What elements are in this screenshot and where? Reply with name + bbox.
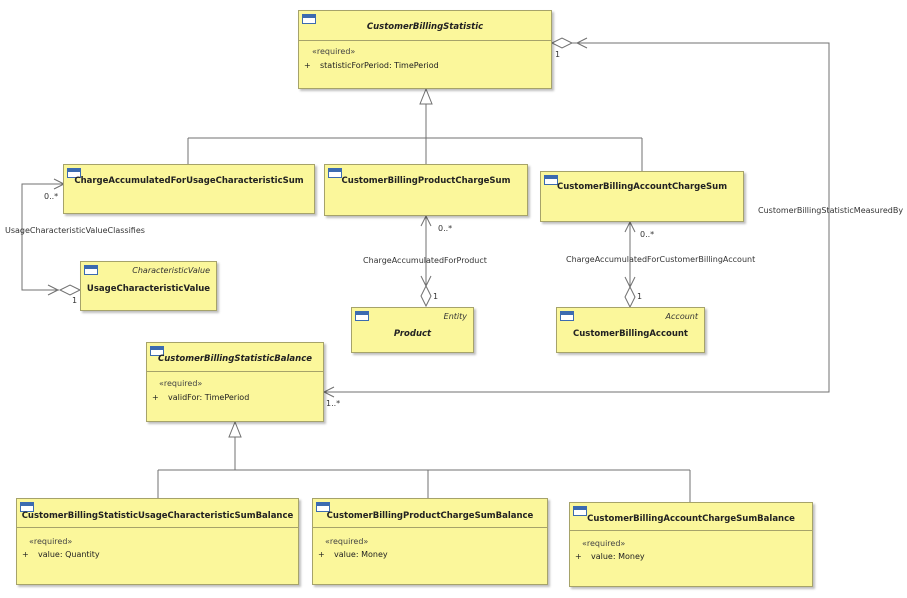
class-icon — [84, 265, 98, 275]
compartment-divider — [570, 530, 812, 531]
visibility-marker: + — [22, 550, 29, 559]
class-name: CustomerBillingAccount — [573, 329, 688, 339]
class-icon — [573, 506, 587, 516]
class-name: CustomerBillingProductChargeSum — [341, 176, 511, 186]
class-name: UsageCharacteristicValue — [86, 284, 211, 294]
compartment-divider — [299, 40, 551, 41]
visibility-marker: + — [152, 393, 159, 402]
compartment-divider — [313, 527, 547, 528]
class-icon — [67, 168, 81, 178]
class-product[interactable]: Entity Product — [351, 307, 474, 353]
association-label-usage-classifies: UsageCharacteristicValueClassifies — [5, 226, 145, 235]
attribute-row: + statisticForPeriod: TimePeriod — [304, 61, 439, 70]
attribute-text: value: Money — [334, 550, 388, 559]
attribute-text: value: Money — [591, 552, 645, 561]
visibility-marker: + — [318, 550, 325, 559]
class-name: CustomerBillingAccountChargeSum — [556, 182, 728, 192]
class-customer-billing-account-charge-sum-balance[interactable]: CustomerBillingAccountChargeSumBalance «… — [569, 502, 813, 587]
class-icon — [355, 311, 369, 321]
class-icon — [560, 311, 574, 321]
multiplicity-label: 1..* — [326, 399, 341, 408]
generalization-arrow-cbsb — [228, 420, 242, 438]
multiplicity-label: 1 — [72, 296, 78, 305]
class-customer-billing-product-charge-sum[interactable]: CustomerBillingProductChargeSum — [324, 164, 528, 216]
class-icon — [316, 502, 330, 512]
class-icon — [302, 14, 316, 24]
class-customer-billing-account-charge-sum[interactable]: CustomerBillingAccountChargeSum — [540, 171, 744, 222]
generalization-line-cbsb — [157, 437, 691, 502]
association-label-for-product: ChargeAccumulatedForProduct — [363, 256, 487, 265]
stereotype-label: «required» — [582, 539, 626, 548]
class-name: ChargeAccumulatedForUsageCharacteristicS… — [74, 176, 304, 186]
class-icon — [328, 168, 342, 178]
visibility-marker: + — [304, 61, 311, 70]
class-charge-accumulated-for-usage-characteristic-sum[interactable]: ChargeAccumulatedForUsageCharacteristicS… — [63, 164, 315, 214]
association-line-usage-classifies — [21, 183, 64, 291]
attribute-text: value: Quantity — [38, 550, 100, 559]
class-name: Product — [393, 329, 432, 339]
attribute-row: + validFor: TimePeriod — [152, 393, 249, 402]
attribute-text: statisticForPeriod: TimePeriod — [320, 61, 439, 70]
compartment-divider — [147, 371, 323, 372]
attribute-row: + value: Quantity — [22, 550, 100, 559]
generalization-arrow-cbs — [419, 87, 433, 105]
class-icon — [20, 502, 34, 512]
multiplicity-label: 0..* — [640, 230, 655, 239]
multiplicity-label: 1 — [637, 292, 643, 301]
class-customer-billing-account[interactable]: Account CustomerBillingAccount — [556, 307, 705, 353]
stereotype-label: Account — [665, 312, 698, 321]
stereotype-label: Entity — [443, 312, 467, 321]
multiplicity-label: 0..* — [44, 192, 59, 201]
multiplicity-label: 0..* — [438, 224, 453, 233]
class-usage-characteristic-value[interactable]: CharacteristicValue UsageCharacteristicV… — [80, 261, 217, 311]
class-name: CustomerBillingStatisticBalance — [157, 354, 313, 364]
class-name: CustomerBillingAccountChargeSumBalance — [587, 514, 795, 524]
stereotype-label: «required» — [29, 537, 73, 546]
class-name: CustomerBillingProductChargeSumBalance — [326, 511, 534, 521]
multiplicity-label: 1 — [555, 50, 561, 59]
class-customer-billing-statistic-usage-characteristic-sum-balance[interactable]: CustomerBillingStatisticUsageCharacteris… — [16, 498, 299, 585]
stereotype-label: «required» — [159, 379, 203, 388]
class-name: CustomerBillingStatistic — [366, 22, 484, 32]
attribute-text: validFor: TimePeriod — [168, 393, 250, 402]
multiplicity-label: 1 — [433, 292, 439, 301]
association-line-measured-by — [324, 42, 830, 393]
visibility-marker: + — [575, 552, 582, 561]
attribute-row: + value: Money — [575, 552, 645, 561]
stereotype-label: «required» — [325, 537, 369, 546]
association-label-measured-by: CustomerBillingStatisticMeasuredBy — [758, 206, 904, 215]
class-customer-billing-statistic[interactable]: CustomerBillingStatistic «required» + sta… — [298, 10, 552, 89]
stereotype-label: CharacteristicValue — [132, 266, 210, 275]
class-customer-billing-statistic-balance[interactable]: CustomerBillingStatisticBalance «require… — [146, 342, 324, 422]
class-icon — [544, 175, 558, 185]
class-icon — [150, 346, 164, 356]
generalization-line-cbs — [187, 104, 643, 171]
class-customer-billing-product-charge-sum-balance[interactable]: CustomerBillingProductChargeSumBalance «… — [312, 498, 548, 585]
stereotype-label: «required» — [312, 47, 356, 56]
compartment-divider — [17, 527, 298, 528]
class-name: CustomerBillingStatisticUsageCharacteris… — [21, 511, 294, 521]
association-label-for-account: ChargeAccumulatedForCustomerBillingAccou… — [566, 255, 756, 264]
attribute-row: + value: Money — [318, 550, 388, 559]
